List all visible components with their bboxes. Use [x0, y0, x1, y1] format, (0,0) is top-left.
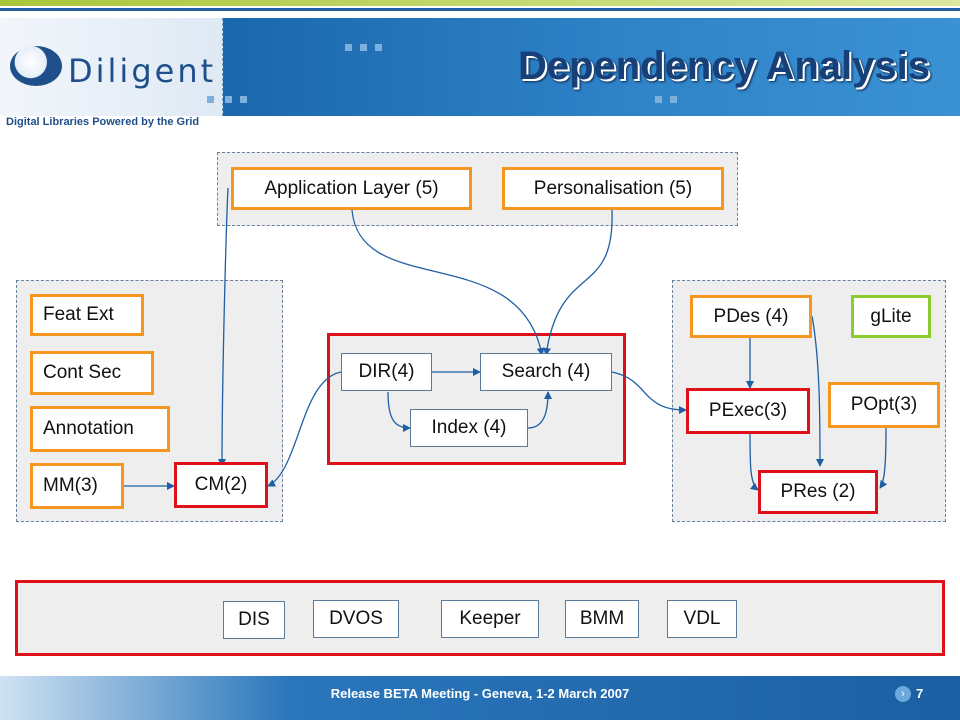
decor-square	[375, 44, 382, 51]
node-feat-ext: Feat Ext	[30, 294, 144, 336]
node-bmm: BMM	[565, 600, 639, 638]
header-band	[222, 18, 960, 116]
node-annotation: Annotation	[30, 406, 170, 452]
node-dvos: DVOS	[313, 600, 399, 638]
node-cm: CM(2)	[174, 462, 268, 508]
globe-logo-icon	[10, 46, 62, 86]
header-line	[0, 8, 960, 11]
node-application-layer: Application Layer (5)	[231, 167, 472, 210]
page-title: Dependency Analysis	[517, 44, 930, 88]
decor-square	[225, 96, 232, 103]
decor-square	[360, 44, 367, 51]
node-keeper: Keeper	[441, 600, 539, 638]
decor-square	[345, 44, 352, 51]
slide-footer	[0, 676, 960, 720]
decor-square	[207, 96, 214, 103]
node-cont-sec: Cont Sec	[30, 351, 154, 395]
header-stripe	[0, 0, 960, 6]
node-index: Index (4)	[410, 409, 528, 447]
tagline: Digital Libraries Powered by the Grid	[6, 116, 200, 128]
node-dir: DIR(4)	[341, 353, 432, 391]
node-search: Search (4)	[480, 353, 612, 391]
node-personalisation: Personalisation (5)	[502, 167, 724, 210]
node-pexec: PExec(3)	[686, 388, 810, 434]
node-vdl: VDL	[667, 600, 737, 638]
decor-square	[240, 96, 247, 103]
logo-text: Diligent	[68, 52, 217, 90]
node-mm: MM(3)	[30, 463, 124, 509]
decor-square	[655, 96, 662, 103]
page-number: 7	[916, 686, 924, 701]
node-popt: POpt(3)	[828, 382, 940, 428]
node-pdes: PDes (4)	[690, 295, 812, 338]
node-glite: gLite	[851, 295, 931, 338]
slide-header: Diligent Digital Libraries Powered by th…	[0, 0, 960, 130]
chevron-right-icon: ›	[895, 686, 911, 702]
node-dis: DIS	[223, 601, 285, 639]
decor-square	[670, 96, 677, 103]
node-pres: PRes (2)	[758, 470, 878, 514]
footer-text: Release BETA Meeting - Geneva, 1-2 March…	[330, 686, 630, 701]
